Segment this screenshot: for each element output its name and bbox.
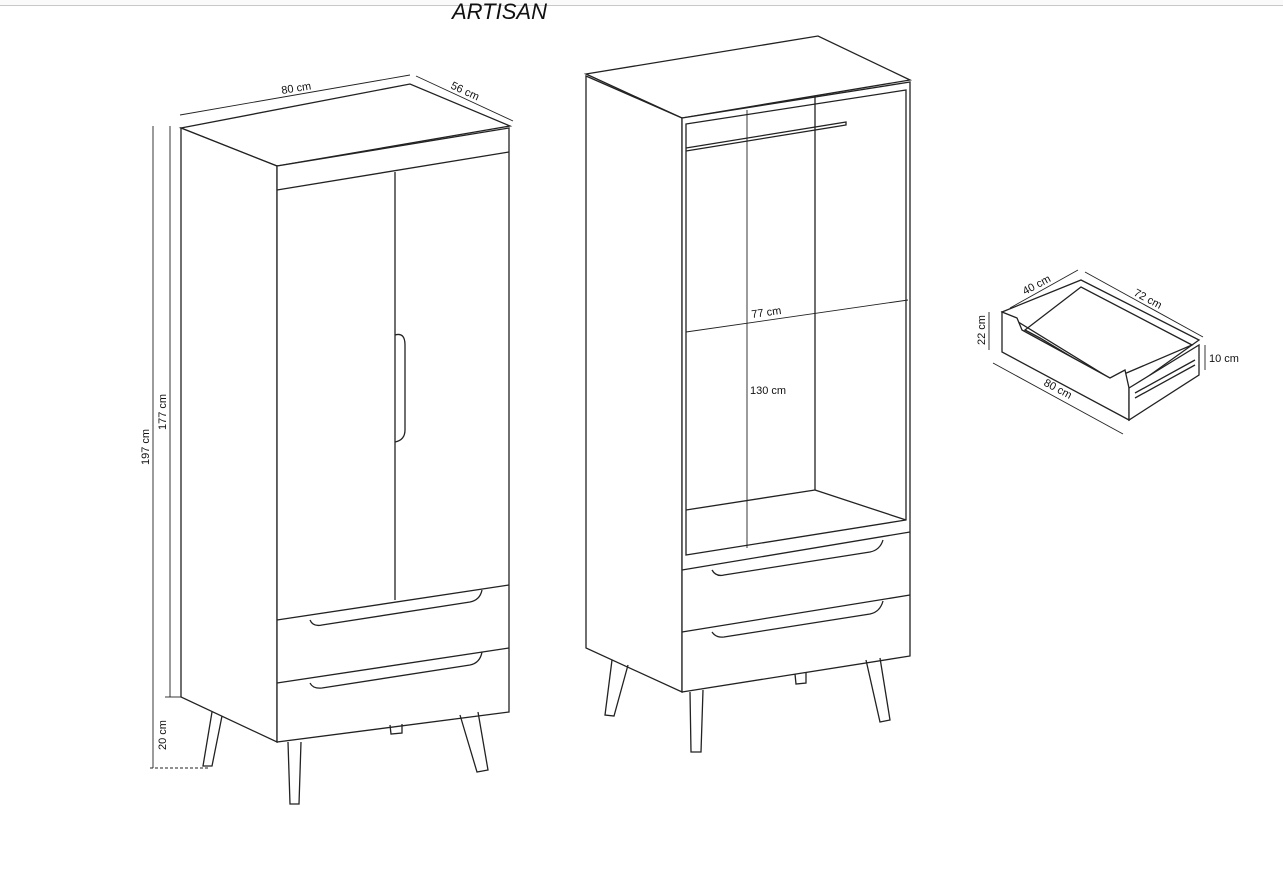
leg-height-label: 20 cm (157, 720, 169, 750)
closed-wardrobe: 80 cm 56 cm 197 cm 177 cm 20 cm (140, 74, 514, 805)
drawer-height-label: 22 cm (976, 315, 988, 345)
width-label: 80 cm (281, 80, 312, 97)
depth-label: 56 cm (449, 80, 481, 104)
total-height-label: 197 cm (140, 429, 152, 465)
body-height-label: 177 cm (157, 394, 169, 430)
inner-width-label: 77 cm (751, 305, 782, 321)
product-title: ARTISAN (452, 0, 547, 24)
drawer-side-height-label: 10 cm (1209, 353, 1239, 365)
drawer-detail: 40 cm 72 cm 22 cm 10 cm 80 cm (976, 269, 1239, 435)
hanging-height-label: 130 cm (750, 385, 786, 397)
open-wardrobe: 77 cm 130 cm (583, 35, 913, 753)
top-bar (0, 0, 1283, 6)
